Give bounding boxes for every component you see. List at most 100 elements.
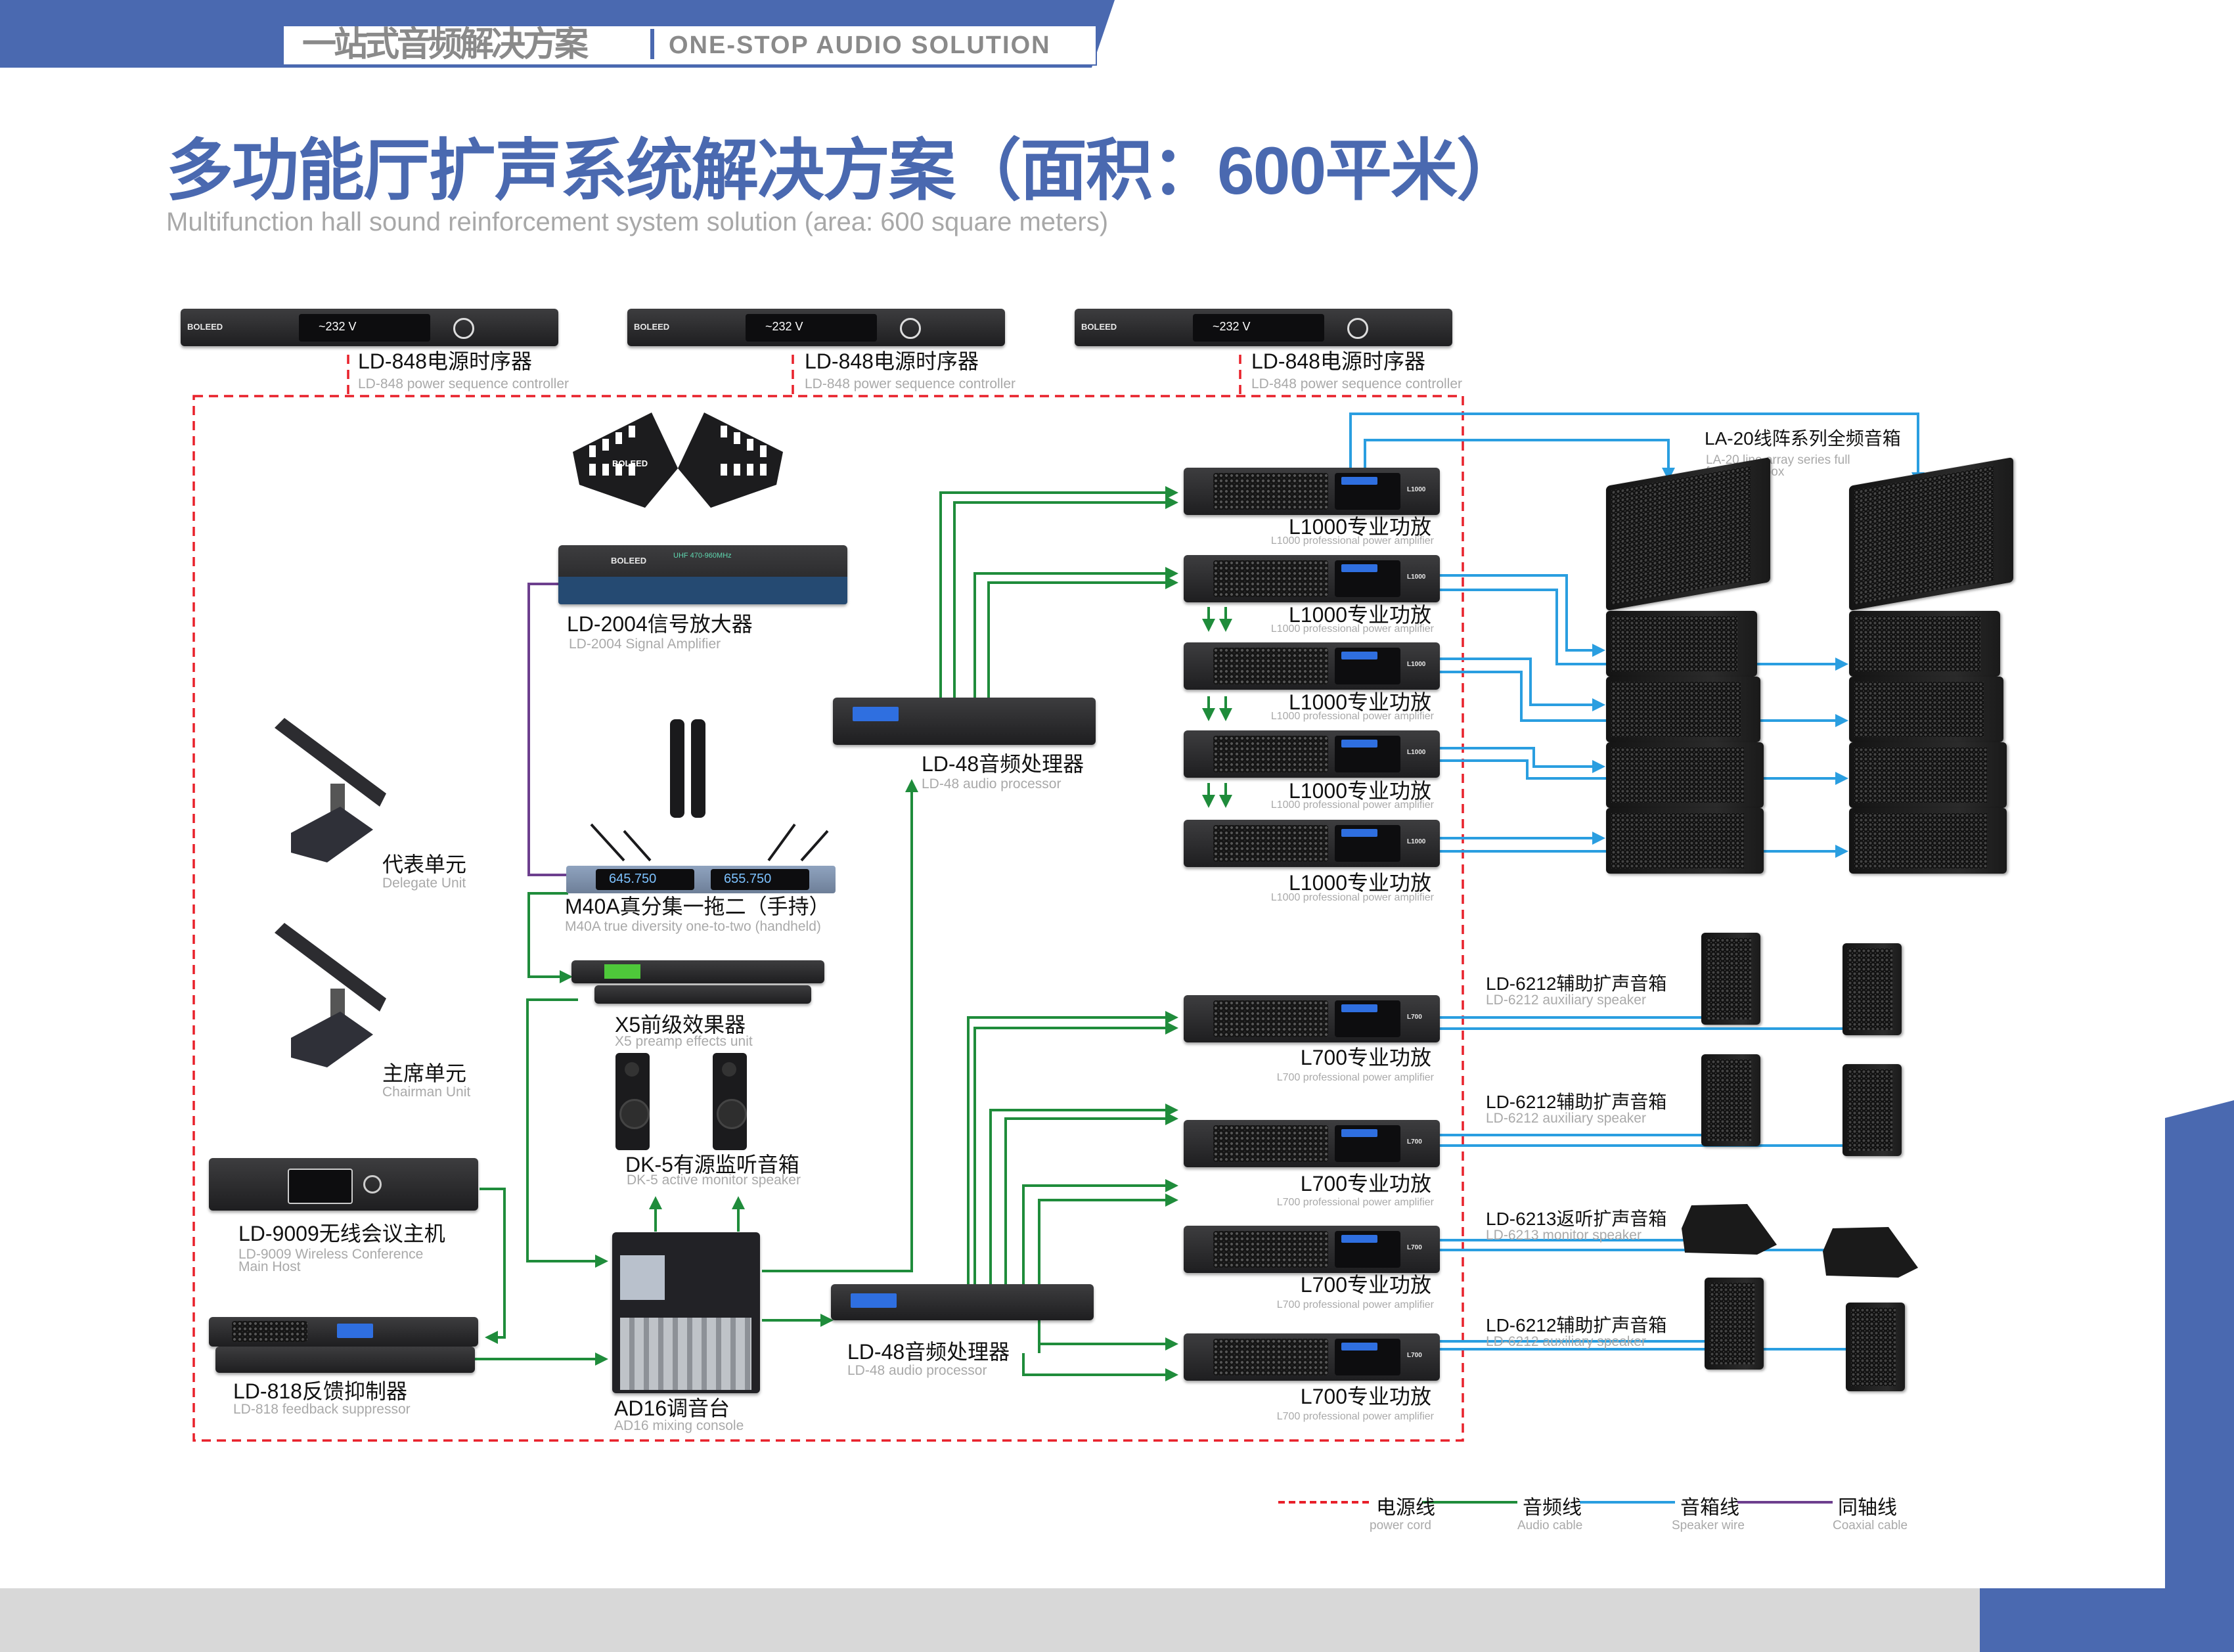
mixer-faders [620, 1318, 751, 1390]
page-title: 多功能厅扩声系统解决方案（面积：600平米） [166, 133, 1523, 208]
brand-logo: BOLEED [1081, 322, 1117, 332]
model-tag: L700 [1407, 1138, 1422, 1146]
ld6212-sublabel-3: LD-6212 auxiliary speaker [1486, 1334, 1646, 1349]
l1000-amplifier-4: L1000 [1184, 730, 1440, 778]
delegate-unit-label: 代表单元 [382, 853, 467, 876]
legend-label-speaker: 音箱线 [1680, 1497, 1739, 1519]
banner-separator [650, 29, 654, 59]
l700-sublabel-1: L700 professional power amplifier [1276, 1072, 1434, 1083]
ld9009-host [209, 1158, 478, 1211]
ld6212-label-1: LD-6212辅助扩声音箱 [1486, 973, 1667, 994]
ld6212-label-2: LD-6212辅助扩声音箱 [1486, 1092, 1667, 1112]
l1000-sublabel-3: L1000 professional power amplifier [1270, 711, 1434, 722]
ld9009-knob[interactable] [363, 1175, 382, 1194]
sequencer-display: ~232 V [299, 314, 430, 342]
legend-swatches [1278, 1501, 1833, 1504]
x5-sublabel: X5 preamp effects unit [615, 1034, 753, 1049]
ld6212-label-3: LD-6212辅助扩声音箱 [1486, 1315, 1667, 1335]
l1000-amplifier-3: L1000 [1184, 642, 1440, 690]
model-tag: L700 [1407, 1244, 1422, 1251]
sequencer-unit-2: BOLEED ~232 V [627, 309, 1005, 346]
l1000-amplifier-1: L1000 [1184, 468, 1440, 515]
l1000-sublabel-1: L1000 professional power amplifier [1270, 535, 1434, 547]
sequencer-label-3: LD-848电源时序器 [1251, 349, 1425, 373]
model-tag: L1000 [1407, 661, 1426, 668]
l700-sublabel-2: L700 professional power amplifier [1276, 1197, 1434, 1208]
line-array-module [1849, 677, 2003, 742]
menu-knob[interactable] [453, 318, 474, 339]
right-blue-panel [2165, 1100, 2234, 1652]
ad16-mixer [612, 1232, 760, 1393]
ld818-front-panel [209, 1317, 478, 1347]
m40a-receiver: 645.750 655.750 [566, 866, 836, 893]
chairman-unit-sublabel: Chairman Unit [382, 1084, 471, 1100]
x5-rear-panel [594, 985, 811, 1004]
brand-logo: BOLEED [634, 322, 670, 332]
l1000-amplifier-2: L1000 [1184, 555, 1440, 602]
band-display: UHF 470-960MHz [673, 552, 732, 560]
line-array-module [1606, 677, 1760, 742]
legend-label-coaxial: 同轴线 [1838, 1497, 1897, 1519]
model-tag: L1000 [1407, 838, 1426, 845]
ld6212-sublabel-1: LD-6212 auxiliary speaker [1486, 993, 1646, 1008]
legend-label-audio: 音频线 [1523, 1497, 1582, 1519]
l700-amplifier-4: L700 [1184, 1333, 1440, 1381]
signal-amplifier-sublabel: LD-2004 Signal Amplifier [569, 636, 721, 652]
receiver-display-b: 655.750 [711, 869, 809, 890]
delegate-unit-sublabel: Delegate Unit [382, 876, 466, 891]
audio-processor-top-label: LD-48音频处理器 [922, 752, 1084, 776]
menu-knob[interactable] [900, 318, 921, 339]
ld6212-speaker [1701, 933, 1760, 1025]
ad16-label: AD16调音台 [614, 1396, 730, 1420]
ld9009-display [288, 1169, 353, 1204]
ld6212-speaker [1843, 943, 1902, 1035]
sequencer-label-1: LD-848电源时序器 [358, 349, 532, 373]
legend: 电源线 power cord 音频线 Audio cable 音箱线 Speak… [1274, 1491, 2003, 1537]
chairman-unit-image [275, 923, 386, 1067]
l700-label-1: L700专业功放 [1300, 1046, 1431, 1069]
audio-processor-top-sublabel: LD-48 audio processor [922, 776, 1061, 792]
menu-knob[interactable] [1347, 318, 1368, 339]
sequencer-sublabel-2: LD-848 power sequence controller [805, 376, 1016, 391]
ld6213-label: LD-6213返听扩声音箱 [1486, 1209, 1667, 1229]
brand-logo: BOLEED [187, 322, 223, 332]
legend-sublabel-audio: Audio cable [1517, 1519, 1583, 1532]
voltage-readout: ~232 V [319, 320, 357, 333]
frequency-b: 655.750 [724, 872, 772, 886]
mixer-touchscreen [620, 1255, 665, 1300]
model-tag: L1000 [1407, 749, 1426, 756]
coaxial-lines [527, 583, 568, 876]
delegate-unit-image [275, 718, 386, 862]
processor-lcd [851, 1293, 897, 1308]
sequencer-unit-1: BOLEED ~232 V [181, 309, 558, 346]
ld6213-sublabel: LD-6213 monitor speaker [1486, 1228, 1642, 1243]
brand-logo: BOLEED [611, 556, 647, 566]
antenna-left [573, 413, 678, 508]
banner-box [282, 25, 1097, 66]
legend-sublabel-power: power cord [1370, 1519, 1431, 1532]
line-array-module [1849, 742, 2007, 808]
chairman-unit-label: 主席单元 [382, 1061, 467, 1085]
model-tag: L700 [1407, 1352, 1422, 1359]
sequencer-sublabel-1: LD-848 power sequence controller [358, 376, 570, 391]
l1000-label-4: L1000专业功放 [1289, 779, 1431, 803]
voltage-readout: ~232 V [1213, 320, 1251, 333]
l1000-label-2: L1000专业功放 [1289, 603, 1431, 627]
ld818-grille [232, 1321, 307, 1342]
ld6212-sublabel-2: LD-6212 auxiliary speaker [1486, 1111, 1646, 1126]
dk5-monitor-right [713, 1053, 747, 1150]
legend-sublabel-coaxial: Coaxial cable [1833, 1519, 1908, 1532]
line-array-module [1606, 808, 1764, 874]
x5-front-panel [571, 960, 824, 983]
amp-rear-panel [558, 577, 847, 604]
l700-sublabel-4: L700 professional power amplifier [1276, 1411, 1434, 1422]
l700-label-2: L700专业功放 [1300, 1172, 1431, 1195]
la20-label: LA-20线阵系列全频音箱 [1705, 428, 1901, 449]
ad16-sublabel: AD16 mixing console [614, 1418, 744, 1433]
l700-amplifier-1: L700 [1184, 995, 1440, 1042]
l1000-label-1: L1000专业功放 [1289, 515, 1431, 539]
power-cord-lines [192, 355, 1464, 1442]
antenna-right [678, 413, 783, 508]
sequencer-label-2: LD-848电源时序器 [805, 349, 979, 373]
